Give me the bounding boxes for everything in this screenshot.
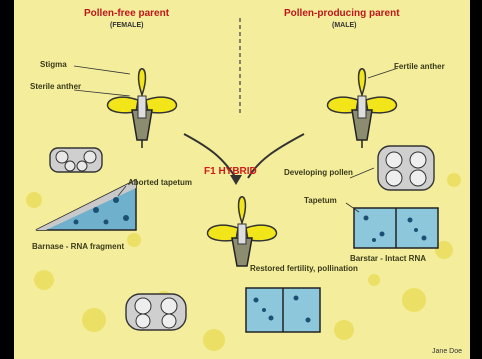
male-anther-section [378,146,434,190]
developing-pollen-label: Developing pollen [284,168,353,177]
male-title: Pollen-producing parent [284,8,400,19]
sterile-anther-label: Sterile anther [30,82,81,91]
female-title: Pollen-free parent [84,8,169,19]
diagram-panel: Pollen-free parent (FEMALE) Pollen-produ… [14,0,470,359]
male-subtitle: (MALE) [332,22,357,29]
tapetum-label: Tapetum [304,196,337,205]
diagram-art [14,0,470,359]
aborted-tapetum-label: Aborted tapetum [128,178,192,187]
barnase-label: Barnase - RNA fragment [32,242,124,251]
fertile-anther-label: Fertile anther [394,62,445,71]
barstar-label: Barstar - Intact RNA [350,254,426,263]
female-subtitle: (FEMALE) [110,22,143,29]
f1-hybrid-label: F1 HYBRID [204,166,257,177]
image-credit: Jane Doe [432,348,462,355]
hybrid-pollen-section [126,294,186,330]
hybrid-tapetum-image [246,288,320,332]
female-anther-section [50,148,102,172]
stigma-label: Stigma [40,60,67,69]
restored-fertility-label: Restored fertility, pollination [250,264,358,273]
male-tapetum-image [354,208,438,248]
